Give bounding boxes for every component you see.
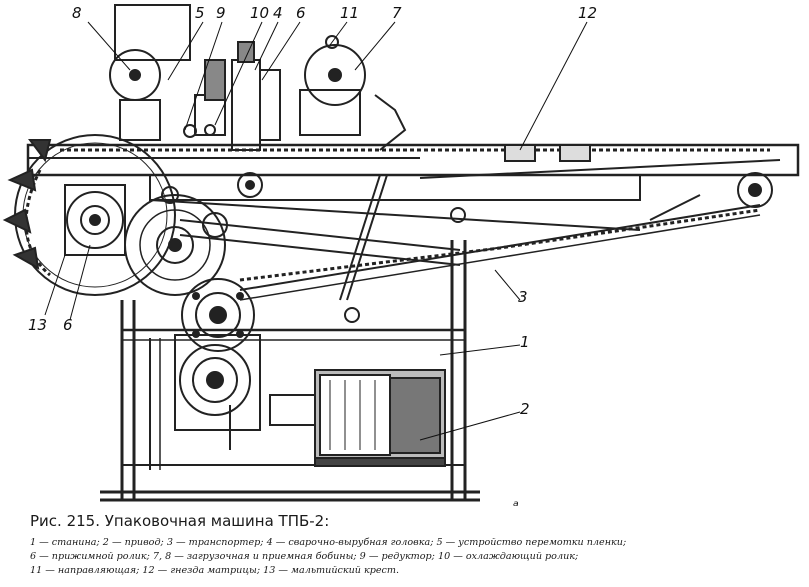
feed-bobbin-8: [109, 4, 191, 141]
pressure-roller: [124, 186, 228, 296]
callout-10: 10: [250, 4, 269, 22]
caption-legend-line-2: 6 — прижимной ролик; 7, 8 — загрузочная …: [30, 551, 579, 562]
callout-1: 1: [520, 333, 530, 351]
machine-drawing: 8 5 9 10 4 6 11 7 12 13 6 3 1 2 ᵃ: [2, 4, 800, 510]
machine-frame: [26, 143, 800, 502]
receive-bobbin-7: [299, 35, 407, 151]
matrix-sockets: [504, 144, 591, 162]
callout-4: 4: [273, 4, 283, 22]
callout-11: 11: [340, 4, 359, 22]
figure-caption: Рис. 215. Упаковочная машина ТПБ-2: 1 — …: [30, 512, 800, 578]
callout-13: 13: [28, 316, 47, 334]
callout-labels: 8 5 9 10 4 6 11 7 12 13 6 3 1 2 ᵃ: [28, 4, 597, 510]
maltese-cross-drum: [2, 134, 176, 296]
reducer-gear: [174, 278, 261, 431]
callout-7: 7: [392, 4, 402, 22]
callout-6-left: 6: [63, 316, 73, 334]
callout-2: 2: [520, 400, 530, 418]
stray-mark: ᵃ: [513, 497, 519, 510]
drive-motor: [269, 369, 446, 467]
callout-3: 3: [518, 288, 528, 306]
callout-12: 12: [578, 4, 597, 22]
caption-title: Рис. 215. Упаковочная машина ТПБ-2:: [30, 512, 330, 530]
callout-9: 9: [216, 4, 226, 22]
leader-lines: [44, 21, 588, 441]
guide-roller: [183, 124, 773, 323]
welding-head: [194, 41, 281, 198]
caption-legend-line-1: 1 — станина; 2 — привод; 3 — транспортер…: [30, 537, 627, 548]
caption-legend-line-3: 11 — направляющая; 12 — гнезда матрицы; …: [30, 565, 400, 576]
callout-8: 8: [72, 4, 82, 22]
callout-5: 5: [195, 4, 205, 22]
callout-6-top: 6: [296, 4, 306, 22]
